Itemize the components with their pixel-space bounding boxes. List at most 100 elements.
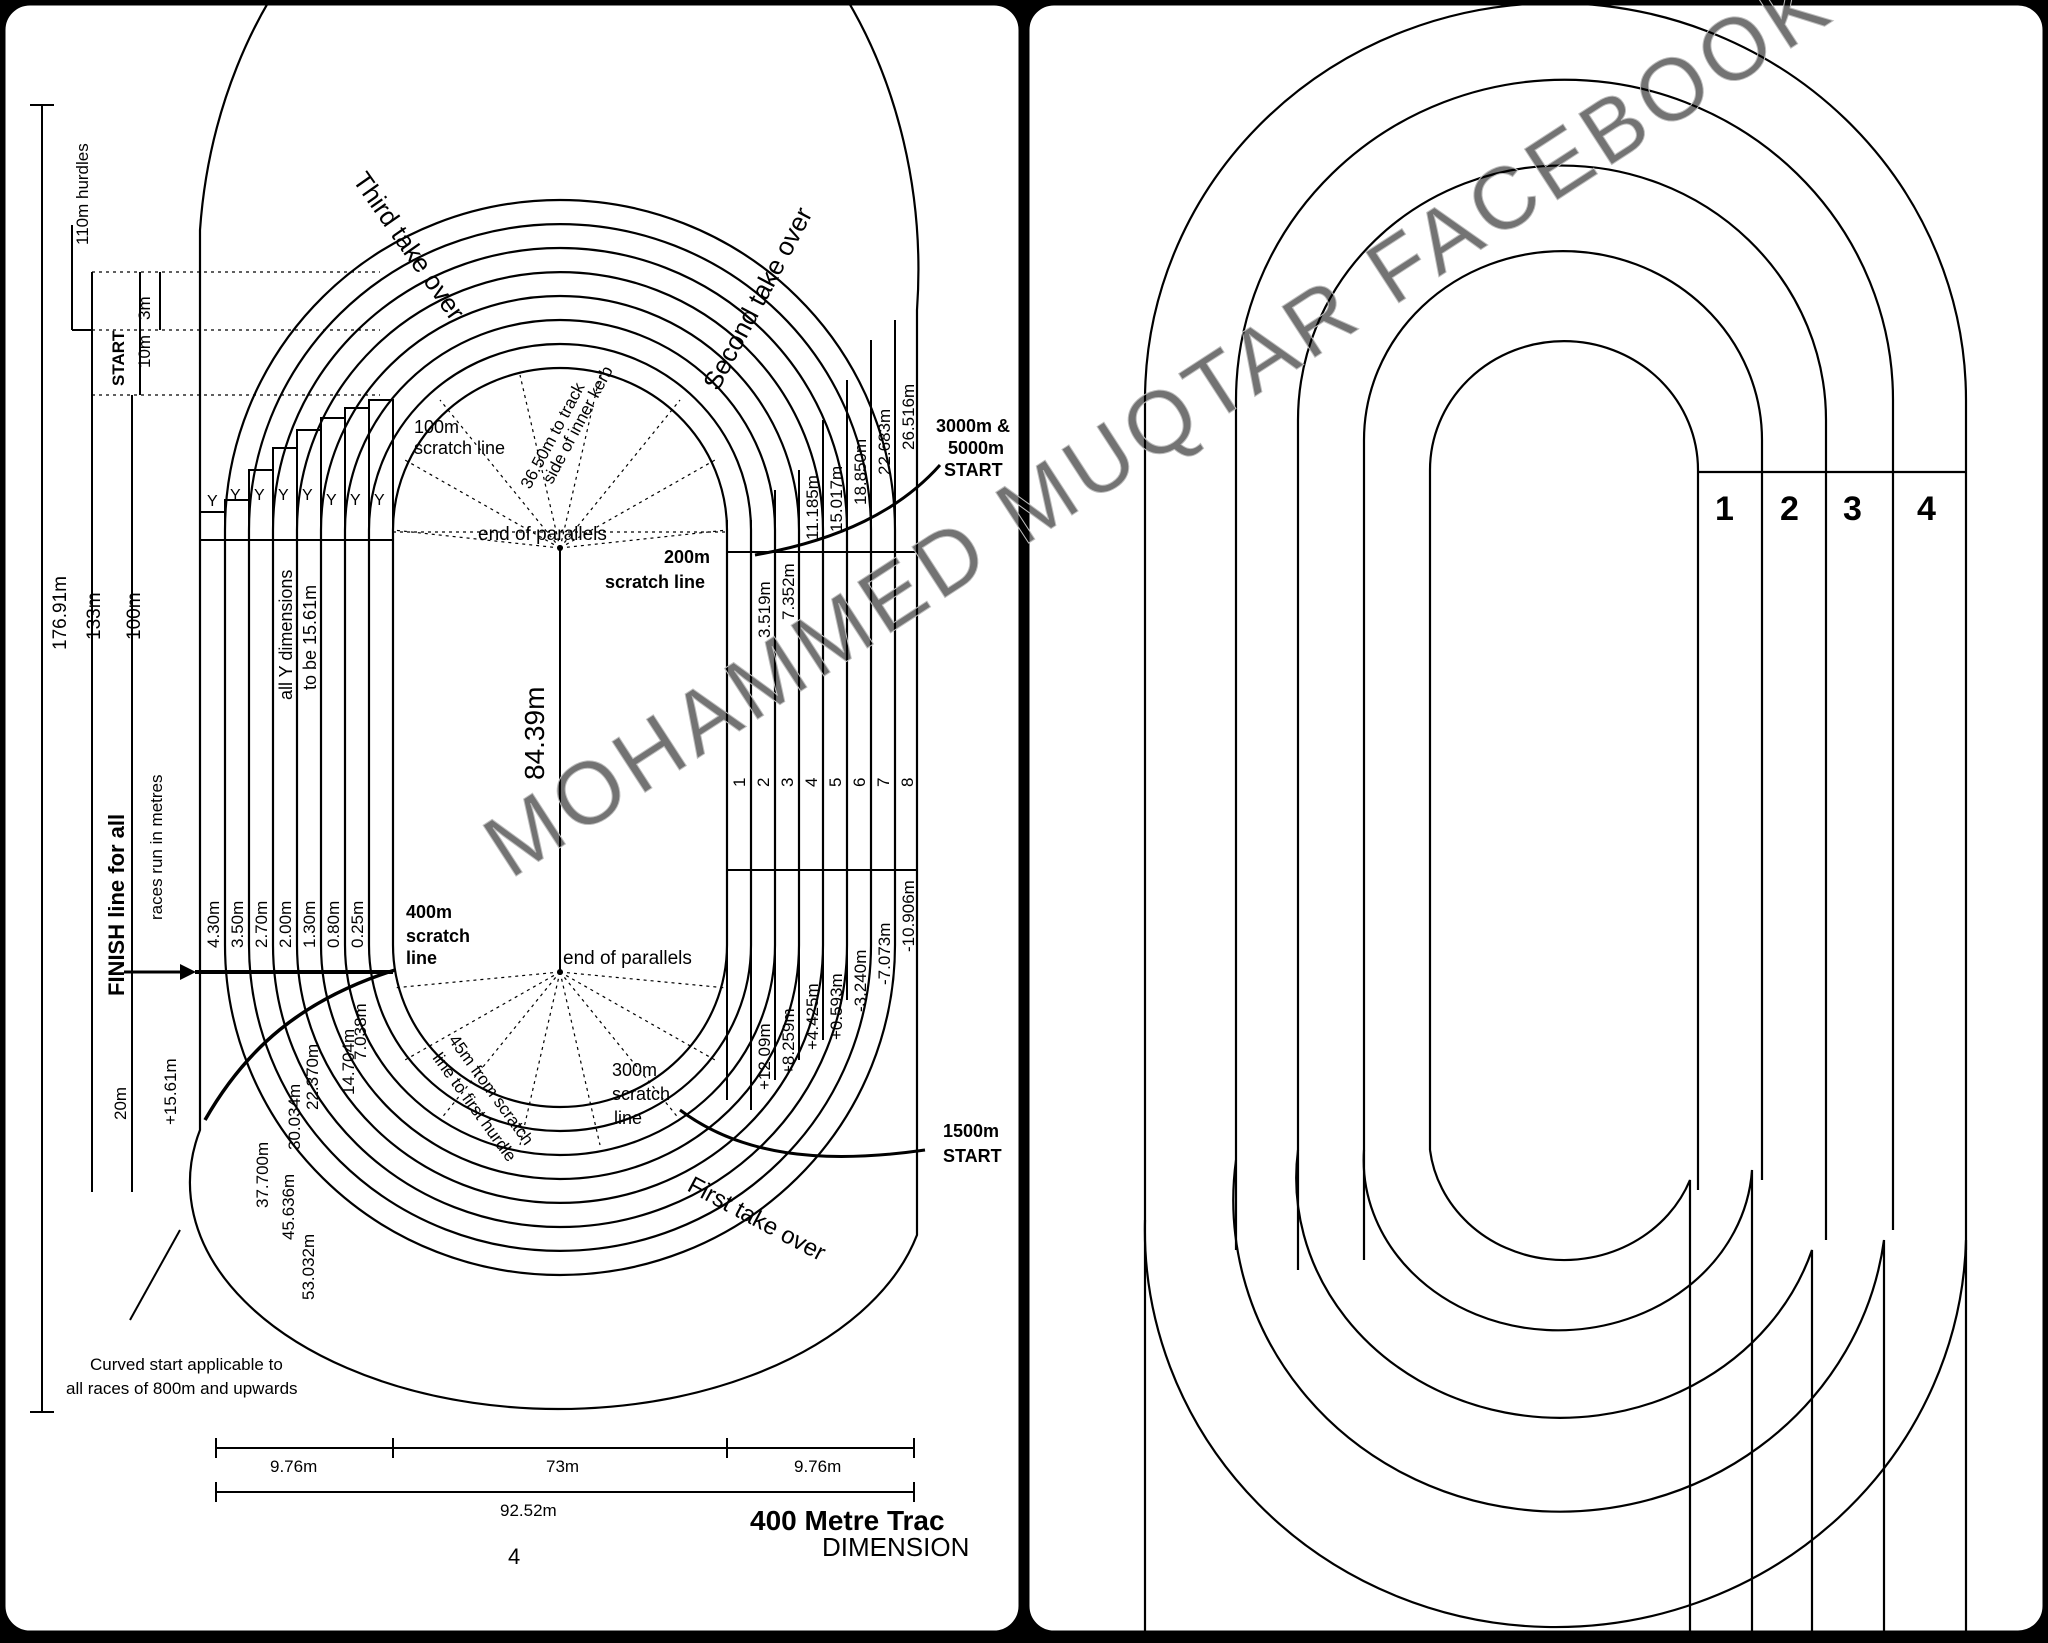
stagger-800-label: 7.038m: [351, 1003, 370, 1060]
stagger-800-label: 30.034m: [285, 1084, 304, 1150]
y-label: Y: [350, 492, 361, 509]
y-label: Y: [278, 487, 289, 504]
right-lane-label-1: 1: [1715, 490, 1734, 528]
stagger-200-label: 26.516m: [899, 384, 918, 450]
scratch-400-line1: 400m: [406, 902, 452, 922]
stagger-300-label: -7.073m: [875, 923, 894, 985]
bottom-radials: [392, 971, 728, 1146]
stagger-300-label: +0.593m: [827, 973, 846, 1040]
start-1500-line1: 1500m: [943, 1121, 999, 1141]
finish-label: FINISH line for all: [104, 814, 129, 996]
stagger-400-label: 0.80m: [324, 901, 343, 948]
y-label: Y: [230, 487, 241, 504]
scratch-100-line1: 100m: [414, 417, 459, 437]
lane-number-label: 7: [874, 778, 893, 787]
top-radials: [392, 374, 728, 549]
curved-start-line: [203, 968, 396, 1121]
dim-hurdles: 110m hurdles: [73, 143, 92, 245]
lane-number-label: 8: [898, 778, 917, 787]
right-lane-1-2-bottom: [1362, 1149, 1754, 1638]
right-lane-3-4: [1234, 78, 1895, 1250]
dim-straight: 73m: [546, 1457, 579, 1476]
y-note-line2: to be 15.61m: [300, 585, 320, 690]
finish-bold: FINISH: [104, 924, 129, 996]
scratch-400-line3: line: [406, 948, 437, 968]
stagger-800-label: 53.032m: [299, 1234, 318, 1300]
stagger-400-label: 0.25m: [348, 901, 367, 948]
finish-arrow-head: [180, 964, 196, 980]
stagger-300-label: -3.240m: [851, 950, 870, 1012]
scratch-300-line2: scratch: [612, 1084, 670, 1104]
right-lane-label-2: 2: [1780, 490, 1799, 528]
right-inner-kerb: [1428, 340, 1700, 1150]
curved-start-note-1: Curved start applicable to: [90, 1355, 283, 1374]
stagger-400-label: 2.00m: [276, 901, 295, 948]
right-lane-label-4: 4: [1917, 490, 1936, 528]
stagger-300-label: -10.906m: [899, 880, 918, 952]
stagger-800-label: 45.636m: [279, 1174, 298, 1240]
right-lane-2-3: [1296, 164, 1828, 1270]
dim-3: 3m: [135, 296, 154, 320]
lane-number-label: 4: [802, 778, 821, 787]
curved-start-note-2: all races of 800m and upwards: [66, 1379, 298, 1398]
left-dimension-lines: [30, 104, 380, 1413]
lane-number-label: 2: [754, 778, 773, 787]
start-3000-5000-line: [754, 464, 942, 557]
dim-right-curve: 9.76m: [794, 1457, 841, 1476]
scratch-300-line3: line: [614, 1108, 642, 1128]
track-outer-boundary: [188, 0, 920, 1411]
dim-total-width: 92.52m: [500, 1501, 557, 1520]
lane-8-line: [223, 198, 897, 1277]
lane-number-label: 6: [850, 778, 869, 787]
stagger-200-label: 3.519m: [755, 581, 774, 638]
y-label: Y: [207, 493, 218, 510]
right-lane-3-4-bottom: [1232, 1159, 1886, 1638]
stagger-200-label: 22.683m: [875, 409, 894, 475]
scratch-100-line2: scratch line: [414, 438, 505, 458]
bottom-dimension-lines: [215, 1438, 915, 1502]
dim-100: 100m: [124, 592, 145, 640]
finish-rest: line for all: [104, 814, 129, 924]
page-title-line1: 400 Metre Trac: [750, 1505, 945, 1536]
start-1500-line2: START: [943, 1146, 1002, 1166]
lane-number-label: 1: [730, 778, 749, 787]
stagger-200-label: 11.185m: [803, 475, 822, 540]
right-panel-frame: [1026, 2, 2046, 1634]
page-number: 4: [508, 1544, 520, 1569]
dim-10: 10m: [135, 335, 154, 368]
stagger-800-label: 22.370m: [303, 1044, 322, 1110]
dim-start: START: [109, 330, 128, 386]
stagger-200-label: 7.352m: [779, 563, 798, 620]
start-3000-line2: 5000m: [948, 438, 1004, 458]
stagger-400-label: 2.70m: [252, 901, 271, 948]
dim-left-curve: 9.76m: [270, 1457, 317, 1476]
right-stagger-boxes: [726, 320, 917, 1110]
lane-number-label: 5: [826, 778, 845, 787]
scratch-200-line1: 200m: [664, 547, 710, 567]
scratch-300-line1: 300m: [612, 1060, 657, 1080]
finish-sub: races run in metres: [147, 775, 166, 921]
start-3000-line3: START: [944, 460, 1003, 480]
page-title-line2: DIMENSION: [822, 1532, 969, 1562]
left-panel: Y Y Y Y Y Y Y Y all Y dimensions to be 1…: [2, 0, 1022, 1634]
start-3000-line1: 3000m &: [936, 416, 1010, 436]
stagger-300-label: +12.09m: [755, 1023, 774, 1090]
y-label: Y: [326, 492, 337, 509]
stagger-400-label: 1.30m: [300, 901, 319, 948]
right-lane-label-3: 3: [1843, 490, 1862, 528]
dim-total: 176.91m: [50, 576, 71, 650]
field-length-label: 84.39m: [519, 687, 550, 780]
right-lane-outer-bottom: [1143, 1219, 1968, 1638]
stagger-400-label: 4.30m: [204, 901, 223, 948]
lane-number-label: 3: [778, 778, 797, 787]
scratch-400-line2: scratch: [406, 926, 470, 946]
right-track-lanes: [1143, 1, 1968, 1638]
y-note-line1: all Y dimensions: [276, 570, 296, 700]
stagger-800-label: 37.700m: [253, 1142, 272, 1208]
end-of-parallels-bottom: end of parallels: [563, 948, 692, 969]
dim-plus1561: +15.61m: [161, 1058, 180, 1125]
stagger-200-label: 18.850m: [851, 439, 870, 505]
